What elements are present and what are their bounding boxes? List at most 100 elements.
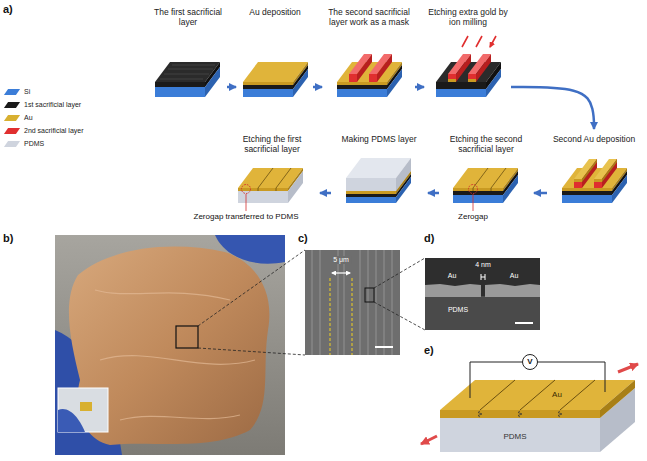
panel-label: c): [298, 232, 308, 244]
annotation-label: 5 μm: [331, 256, 351, 264]
illustration-part: [436, 89, 486, 97]
illustration-part: [337, 82, 387, 85]
illustration-part: [468, 74, 476, 82]
illustration-part: [594, 179, 602, 182]
illustration-part: [337, 85, 387, 89]
step-heading: The second sacrificial layer work as a m…: [326, 7, 412, 27]
illustration-part: [375, 346, 393, 348]
wafer-block: [337, 54, 402, 97]
annotation-label: 4 nm: [473, 261, 493, 269]
step-heading: Au deposition: [240, 7, 310, 17]
legend-text: 2nd sacrificial layer: [24, 127, 84, 134]
process-step: The second sacrificial layer work as a m…: [324, 4, 414, 115]
legend-swatch: [4, 102, 20, 108]
annotation-label: Zerogap: [458, 213, 488, 222]
illustration-part: [562, 188, 612, 191]
step-heading: Etching the second sacrificial layer: [442, 134, 530, 154]
zerogap-circle: [469, 185, 478, 194]
illustration-part: [243, 82, 293, 85]
step-heading: Etching the first sacrificial layer: [228, 134, 316, 154]
panel-label: b): [3, 232, 13, 244]
illustration-part: [155, 87, 205, 97]
illustration-part: [473, 168, 506, 191]
legend-item: 2nd sacrificial layer: [6, 127, 84, 134]
panel-label: d): [424, 232, 434, 244]
illustration-part: [330, 278, 352, 355]
illustration-part: [80, 402, 92, 411]
illustration-part: [602, 159, 617, 188]
illustration-part: [436, 82, 486, 89]
process-arrow: [227, 86, 236, 89]
illustration-part: [349, 74, 357, 82]
process-step: Au deposition: [238, 4, 312, 115]
annotation-label: V: [527, 358, 532, 367]
legend-text: Au: [24, 114, 33, 121]
process-step: Second Au deposition: [548, 131, 640, 212]
panel-label: a): [3, 3, 13, 15]
annotation-label: Zerogap transferred to PDMS: [194, 213, 299, 222]
illustration-part: [612, 175, 627, 203]
illustration-part: [346, 194, 396, 197]
photo: [55, 235, 285, 455]
illustration-part: [258, 168, 291, 191]
step-heading: Second Au deposition: [550, 134, 638, 144]
illustration-part: [448, 74, 456, 82]
illustration-part: [523, 355, 538, 370]
illustration-part: [293, 69, 308, 97]
illustration-part: [425, 284, 481, 297]
legend-text: 1st sacrificial layer: [24, 101, 81, 108]
process-arrow: [415, 86, 424, 89]
legend-swatch: [4, 128, 20, 134]
leader-line: [246, 194, 247, 211]
illustration-part: [481, 274, 485, 280]
illustration-part: [337, 89, 387, 97]
legend-swatch: [4, 141, 20, 147]
process-arrow: [534, 192, 547, 195]
illustration-part: [574, 182, 582, 188]
illustration-part: [205, 67, 220, 97]
illustration-part: [346, 191, 396, 194]
process-arrow: [313, 86, 322, 89]
process-arrow: [320, 192, 331, 195]
illustration-part: [602, 159, 617, 182]
leader-line: [473, 194, 474, 211]
wafer-block: [155, 62, 220, 97]
panel-label: e): [424, 344, 434, 356]
illustration-part: [562, 191, 612, 195]
process-step: Etching the first sacrificial layer: [226, 131, 318, 212]
wafer-block: [346, 158, 411, 203]
annotation-label: Au: [510, 272, 519, 280]
legend-text: Si: [24, 88, 30, 95]
illustration-part: [160, 65, 215, 79]
illustration-part: [476, 54, 491, 82]
illustration-part: [468, 79, 476, 82]
process-arrow: [511, 87, 594, 129]
illustration-part: [369, 74, 377, 82]
illustration-part: [453, 191, 503, 195]
illustration-part: [618, 364, 638, 372]
legend-text: PDMS: [24, 140, 44, 147]
illustration-part: [562, 195, 612, 203]
zoom-leader: [374, 258, 425, 330]
illustration-part: [503, 175, 518, 203]
illustration-part: [365, 288, 374, 302]
illustration-part: [377, 54, 392, 82]
illustration-part: [421, 436, 437, 444]
wafer-block: [453, 168, 518, 211]
illustration-part: [478, 411, 562, 417]
illustration-part: [486, 69, 501, 97]
wafer-block: [243, 62, 308, 97]
illustration-part: [425, 258, 540, 330]
step-heading: Making PDMS layer: [334, 134, 424, 144]
illustration-part: [448, 79, 456, 82]
illustration-part: [243, 89, 293, 97]
legend-item: 1st sacrificial layer: [6, 101, 81, 108]
legend-item: Si: [6, 88, 30, 95]
process-arrow: [428, 192, 439, 195]
legend-item: Au: [6, 114, 33, 121]
annotation-label: Au: [552, 391, 562, 400]
illustration-part: [346, 178, 396, 191]
annotation-label: PDMS: [448, 306, 468, 314]
sem-image: [425, 258, 540, 330]
